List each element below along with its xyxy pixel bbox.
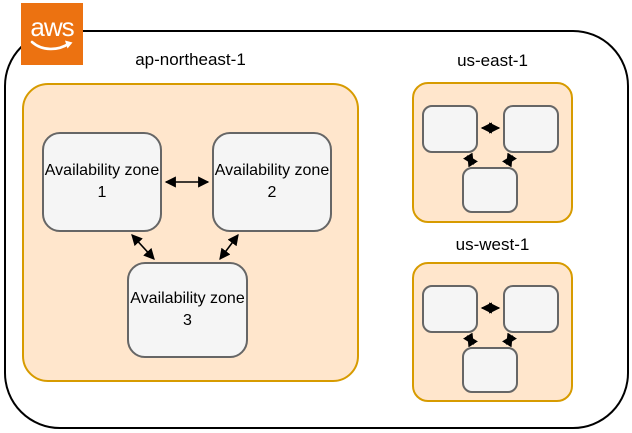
region-label-us-west-1: us-west-1 — [455, 235, 530, 254]
aws-smile-icon — [30, 40, 73, 51]
region-label-ap-northeast-1: ap-northeast-1 — [135, 50, 246, 69]
us-east-1-zone-node-2 — [503, 105, 559, 153]
availability-zone-3: Availability zone 3 — [127, 262, 248, 358]
aws-logo: aws — [21, 3, 83, 65]
us-east-1-zone-node-3 — [462, 167, 518, 213]
availability-zone-2: Availability zone 2 — [212, 132, 332, 232]
availability-zone-1: Availability zone 1 — [42, 132, 162, 232]
us-east-1-zone-node-1 — [422, 105, 478, 153]
region-label-us-east-1: us-east-1 — [457, 51, 528, 70]
us-west-1-zone-node-2 — [503, 285, 559, 333]
aws-logo-text: aws — [30, 12, 74, 42]
us-west-1-zone-node-1 — [422, 285, 478, 333]
us-west-1-zone-node-3 — [462, 347, 518, 393]
aws-cloud-boundary — [4, 30, 629, 429]
